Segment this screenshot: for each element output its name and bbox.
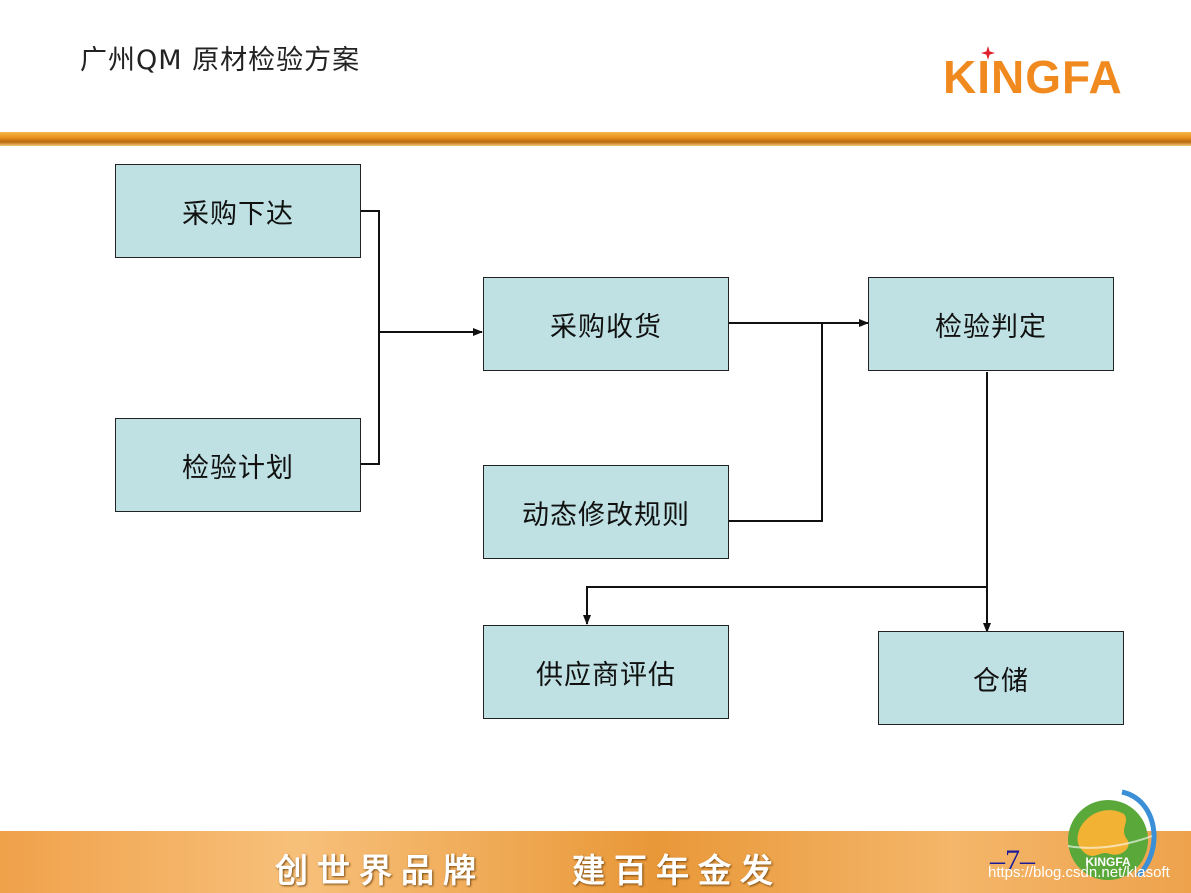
connector-decision-to-supplier [583,586,987,625]
inspection-decision-box: 检验判定 [868,277,1114,371]
source-watermark: https://blog.csdn.net/klasoft [988,864,1170,881]
slogan-right: 建百年金发 [572,851,782,890]
page-number: –7– [990,844,1035,877]
inspection-plan-box: 检验计划 [115,418,361,512]
logo-star-icon [981,46,995,60]
slogan-left: 创世界品牌 [275,851,485,890]
purchase-order-box: 采购下达 [115,164,361,258]
page-title: 广州QM 原材检验方案 [80,45,361,76]
connector-order-to-bus [360,210,380,465]
purchase-receipt-box: 采购收货 [483,277,729,371]
globe-icon: KINGFA [1067,789,1157,880]
globe-label: KINGFA [1085,855,1131,869]
kingfa-logo: KINGFA [943,50,1123,104]
footer-band [0,831,1191,893]
supplier-evaluation-box: 供应商评估 [483,625,729,719]
dynamic-rules-box: 动态修改规则 [483,465,729,559]
warehousing-box: 仓储 [878,631,1124,725]
connector-rules-to-decision [728,323,823,522]
header-divider [0,132,1191,146]
logo-text: KINGFA [943,51,1123,103]
